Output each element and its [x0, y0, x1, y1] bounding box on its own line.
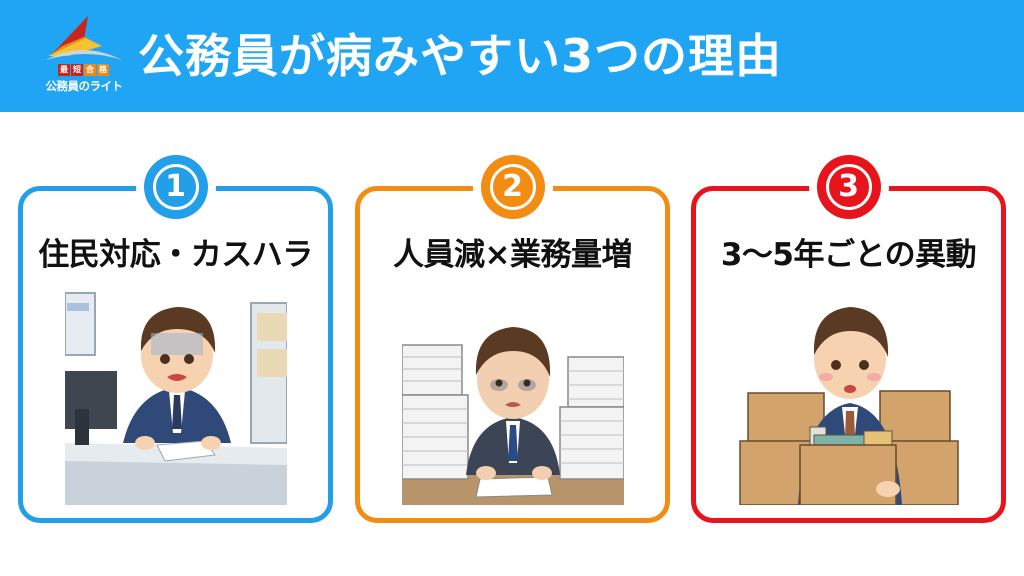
number-badge: 3 [816, 155, 881, 219]
logo-badge: 合 [84, 64, 96, 76]
header-banner: 最 短 合 格 公務員のライト 公務員が病みやすい3つの理由 [0, 0, 1024, 112]
stressed-worker-illustration [65, 283, 287, 505]
logo-name: 公務員のライト [45, 79, 124, 93]
number-badge: 1 [143, 155, 208, 219]
number-label: 3 [825, 164, 872, 210]
logo-badges: 最 短 合 格 [58, 64, 109, 76]
logo-badge: 格 [97, 64, 109, 76]
number-label: 1 [152, 164, 199, 210]
page-title: 公務員が病みやすい3つの理由 [138, 29, 783, 83]
site-logo[interactable]: 最 短 合 格 公務員のライト [34, 14, 134, 98]
logo-badge: 短 [71, 64, 83, 76]
reason-card-2: 2 人員減×業務量増 [355, 155, 670, 523]
transfer-worker-illustration [738, 283, 960, 505]
office-desk-illustration [65, 283, 287, 505]
reason-card-1: 1 住民対応・カスハラ [18, 155, 333, 523]
reason-card-3: 3 3〜5年ごとの異動 [691, 155, 1006, 523]
logo-mountain-icon [46, 16, 122, 60]
card-title: 3〜5年ごとの異動 [720, 237, 977, 273]
card-title: 住民対応・カスハラ [38, 237, 313, 273]
paperwork-stacks-illustration [402, 283, 624, 505]
number-badge: 2 [480, 155, 545, 219]
card-title: 人員減×業務量増 [393, 237, 632, 273]
overworked-worker-illustration [402, 283, 624, 505]
moving-boxes-illustration [738, 283, 960, 505]
number-label: 2 [489, 164, 536, 210]
logo-badge: 最 [58, 64, 70, 76]
